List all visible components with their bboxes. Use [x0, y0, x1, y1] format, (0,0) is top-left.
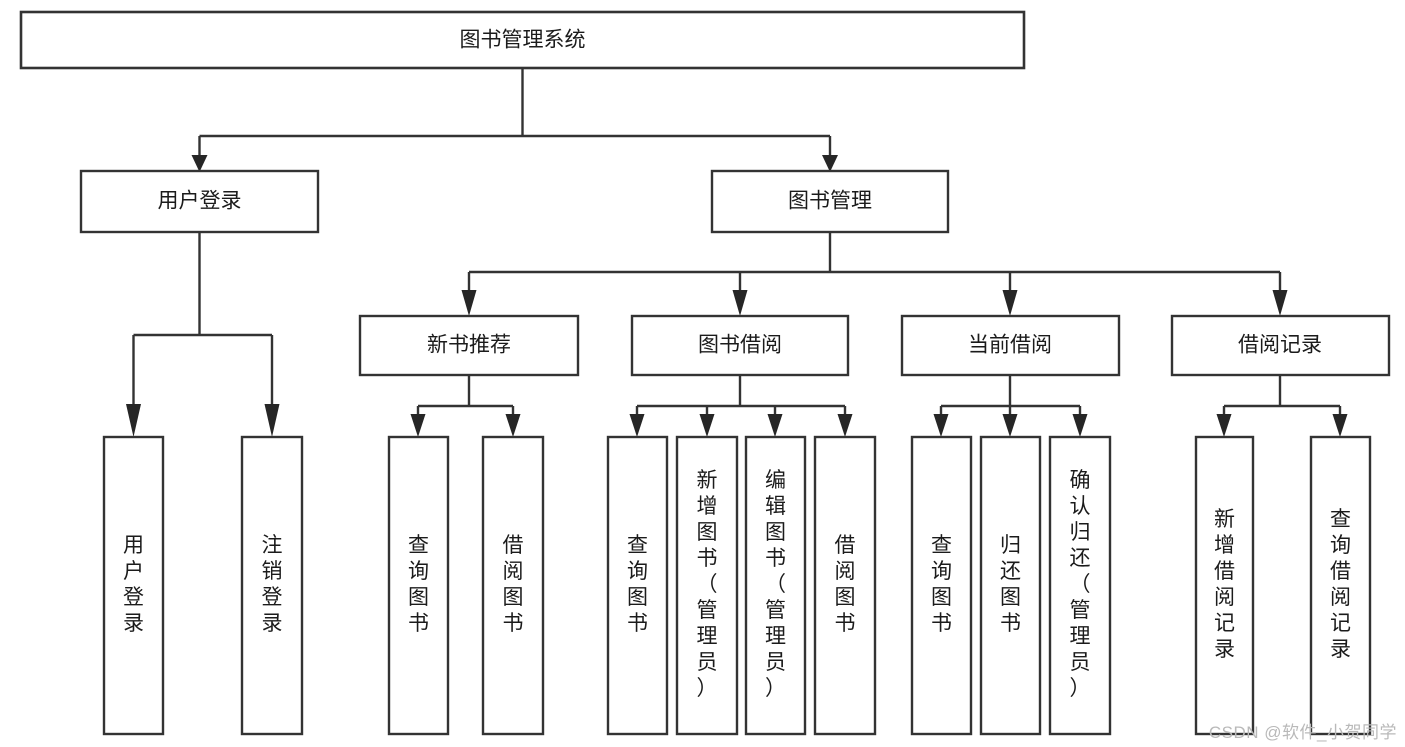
node-leaf-return-book-box[interactable]: [979, 435, 1042, 736]
node-leaf-add-record-box[interactable]: [1194, 435, 1255, 736]
node-book-manage-label: 图书管理: [788, 190, 872, 213]
node-leaf-return-book-label: 归还图书: [1000, 534, 1021, 635]
arrowhead-leaf-query-book-3: [933, 414, 949, 437]
node-root[interactable]: 图书管理系统: [19, 10, 1026, 70]
node-leaf-query-book-2[interactable]: 查询图书: [606, 435, 669, 736]
node-leaf-query-record-label: 查询借阅记录: [1330, 508, 1351, 661]
arrowhead-new-book: [461, 290, 477, 316]
node-leaf-add-book-box[interactable]: [675, 435, 739, 736]
arrowhead-leaf-borrow-book-2: [837, 414, 853, 437]
arrowhead-book-manage: [822, 155, 838, 172]
arrowhead-user-login: [191, 155, 208, 172]
arrowhead-borrow-record: [1272, 290, 1288, 316]
node-leaf-borrow-book-1-label: 借阅图书: [503, 534, 524, 635]
arrowhead-leaf-user-login: [126, 404, 141, 437]
node-leaf-edit-book-box[interactable]: [744, 435, 807, 736]
node-user-login[interactable]: 用户登录: [79, 169, 320, 234]
arrowhead-leaf-confirm-return: [1072, 414, 1088, 437]
arrowhead-leaf-edit-book: [767, 414, 783, 437]
node-leaf-borrow-book-2-label: 借阅图书: [835, 534, 856, 635]
connector-layer: [126, 68, 1348, 437]
node-borrow-record-box[interactable]: [1170, 314, 1391, 377]
node-book-borrow-box[interactable]: [630, 314, 850, 377]
node-leaf-edit-book-label: 编辑图书（管理员）: [765, 469, 786, 700]
arrowhead-leaf-borrow-book-1: [505, 414, 521, 437]
node-leaf-query-book-2-box[interactable]: [606, 435, 669, 736]
node-leaf-borrow-book-1-box[interactable]: [481, 435, 545, 736]
node-user-login-label: 用户登录: [158, 190, 242, 213]
node-leaf-confirm-return[interactable]: 确认归还（管理员）: [1048, 435, 1112, 736]
node-current-borrow[interactable]: 当前借阅: [900, 314, 1121, 377]
arrowhead-leaf-add-book: [699, 414, 715, 437]
node-leaf-borrow-book-2[interactable]: 借阅图书: [813, 435, 877, 736]
arrowhead-current-borrow: [1002, 290, 1018, 316]
node-borrow-record[interactable]: 借阅记录: [1170, 314, 1391, 377]
node-book-borrow-label: 图书借阅: [698, 334, 782, 357]
arrowhead-leaf-query-record: [1332, 414, 1348, 437]
node-book-manage[interactable]: 图书管理: [710, 169, 950, 234]
node-leaf-user-login-box[interactable]: [102, 435, 165, 736]
node-new-book-recommend-label: 新书推荐: [427, 334, 511, 357]
node-current-borrow-label: 当前借阅: [968, 334, 1052, 357]
csdn-watermark: CSDN @软件_小贺同学: [1208, 723, 1397, 742]
node-leaf-logout-login-box[interactable]: [240, 435, 304, 736]
node-leaf-query-book-2-label: 查询图书: [627, 534, 648, 635]
node-leaf-query-book-1[interactable]: 查询图书: [387, 435, 450, 736]
node-leaf-user-login[interactable]: 用户登录: [102, 435, 165, 736]
arrowhead-leaf-return-book: [1002, 414, 1018, 437]
node-root-box[interactable]: [19, 10, 1026, 70]
node-leaf-add-book-label: 新增图书（管理员）: [697, 469, 718, 700]
node-user-login-box[interactable]: [79, 169, 320, 234]
node-book-borrow[interactable]: 图书借阅: [630, 314, 850, 377]
node-leaf-logout-login[interactable]: 注销登录: [240, 435, 304, 736]
node-leaf-add-record-label: 新增借阅记录: [1214, 508, 1235, 661]
node-leaf-borrow-book-1[interactable]: 借阅图书: [481, 435, 545, 736]
node-new-book-recommend[interactable]: 新书推荐: [358, 314, 580, 377]
node-leaf-add-book[interactable]: 新增图书（管理员）: [675, 435, 739, 736]
arrowhead-book-borrow: [732, 290, 748, 316]
node-leaf-borrow-book-2-box[interactable]: [813, 435, 877, 736]
arrowhead-leaf-query-book-2: [629, 414, 645, 437]
node-leaf-add-record[interactable]: 新增借阅记录: [1194, 435, 1255, 736]
node-book-manage-box[interactable]: [710, 169, 950, 234]
node-leaf-logout-login-label: 注销登录: [262, 534, 283, 635]
node-leaf-user-login-label: 用户登录: [123, 534, 144, 635]
leaf-layer: 用户登录 注销登录 查询图书 借阅图书 查询图书 新增图书（管理员）: [102, 435, 1372, 736]
node-leaf-query-book-1-label: 查询图书: [408, 534, 429, 635]
node-leaf-return-book[interactable]: 归还图书: [979, 435, 1042, 736]
node-leaf-query-book-3-box[interactable]: [910, 435, 973, 736]
node-leaf-query-book-3[interactable]: 查询图书: [910, 435, 973, 736]
node-leaf-edit-book[interactable]: 编辑图书（管理员）: [744, 435, 807, 736]
node-borrow-record-label: 借阅记录: [1238, 334, 1322, 357]
node-leaf-query-book-1-box[interactable]: [387, 435, 450, 736]
node-leaf-confirm-return-label: 确认归还（管理员）: [1070, 469, 1091, 700]
node-current-borrow-box[interactable]: [900, 314, 1121, 377]
node-leaf-confirm-return-box[interactable]: [1048, 435, 1112, 736]
arrowhead-leaf-query-book-1: [410, 414, 426, 437]
node-leaf-query-record-box[interactable]: [1309, 435, 1372, 736]
node-root-label: 图书管理系统: [460, 29, 586, 52]
arrowhead-leaf-add-record: [1216, 414, 1232, 437]
node-leaf-query-book-3-label: 查询图书: [931, 534, 952, 635]
arrowhead-leaf-logout: [264, 404, 280, 437]
node-new-book-recommend-box[interactable]: [358, 314, 580, 377]
node-leaf-query-record[interactable]: 查询借阅记录: [1309, 435, 1372, 736]
